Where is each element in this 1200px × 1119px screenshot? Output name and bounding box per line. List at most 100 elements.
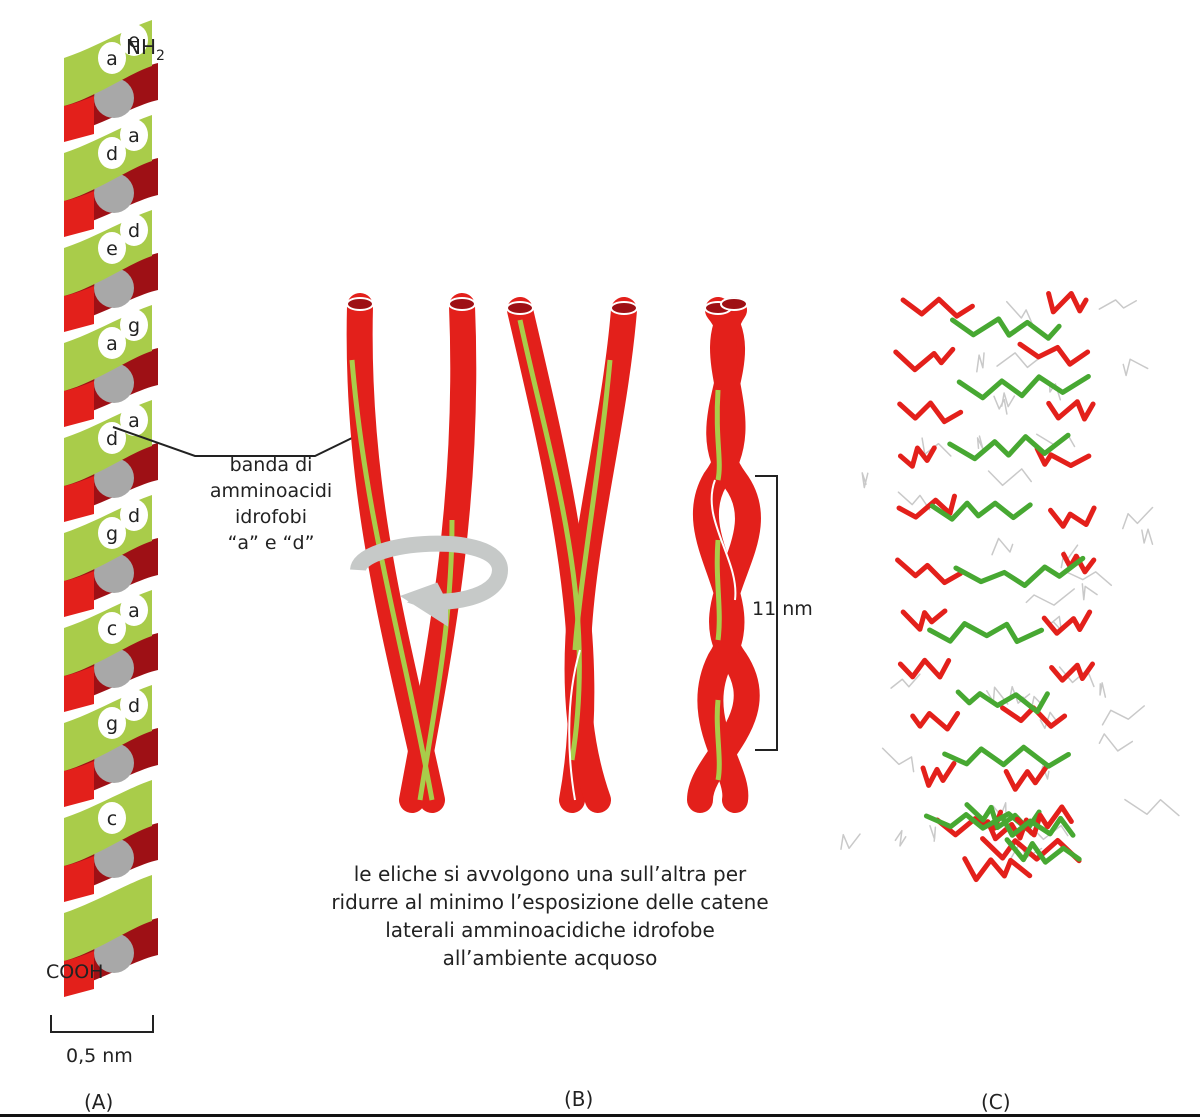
backbone-left [910,710,961,732]
residue-circle [120,689,148,721]
backbone-right [1049,661,1096,683]
scale-bar [50,1015,154,1033]
side-chain-grey [1141,528,1154,545]
core-side-chain [949,316,1062,341]
side-chain-grey [929,825,937,842]
bottom-tangle [980,836,1082,864]
core-side-chain [956,373,1091,401]
side-chain-grey [1098,299,1138,310]
cooh-label: COOH [46,961,103,983]
residue-label: d [128,695,140,717]
callout-line-3: idrofobi [234,506,307,528]
callout-line-4: “a” e “d” [227,532,315,554]
scale-label: 0,5 nm [66,1045,133,1067]
residue-label: a [128,410,140,432]
core-side-chain [929,500,1033,522]
backbone-left [920,760,957,788]
bottom-tangle [962,856,1033,883]
side-chain-grey [1099,682,1107,698]
backbone-left [900,608,948,632]
backbone-left [893,346,956,373]
side-chain-grey [894,829,907,847]
residue-label: d [106,428,118,450]
callout-line-1: banda di [229,454,313,476]
core-side-chain [927,621,1045,645]
ribbon-red-band [64,476,94,522]
backbone-right [1046,399,1096,422]
backbone-right [1041,609,1093,636]
caption: le eliche si avvolgono una sull’altra pe… [270,860,830,972]
bottom-tangle [1014,804,1074,838]
callout-line [112,426,353,457]
tube-end-cap [610,301,638,315]
side-chain-grey [1050,615,1063,632]
residue-label: d [128,220,140,242]
side-chain-grey [1064,570,1113,587]
core-side-chain [942,744,1071,769]
hydrophobic-stripe [349,359,435,801]
caption-line-4: all’ambiente acquoso [442,946,658,970]
backbone-right [1048,505,1097,529]
side-chain-grey [987,468,1032,487]
residue-circle [120,309,148,341]
tube-highlight [568,649,581,801]
hydrophobic-stripe [417,519,455,801]
side-chain-grey [1081,583,1098,601]
tube-end-cap [346,297,374,311]
hydrophobic-stripe [517,319,582,761]
side-chain-grey [897,491,931,511]
ribbon-red-band [64,381,94,427]
residue-circle [98,802,126,834]
backbone-left [896,493,957,520]
side-chain-grey [1124,798,1180,817]
backbone-right [1017,341,1091,367]
caption-line-2: ridurre al minimo l’esposizione delle ca… [331,890,769,914]
residue-circle [120,214,148,246]
backbone-right [985,817,1029,842]
residue-circle [120,404,148,436]
residue-circle [98,327,126,359]
bottom-tangle [1004,837,1082,865]
ribbon-red-band [64,951,94,997]
residue-label: e [106,238,118,260]
residue-circle [98,137,126,169]
residue-label: a [106,48,118,70]
ribbon-red-band [64,761,94,807]
residue-label: a [128,125,140,147]
dimension-bracket [755,475,778,751]
side-chain-grey [1122,358,1149,377]
ribbon-red-band [64,666,94,712]
residue-circle [120,594,148,626]
bottom-tangle [999,814,1076,838]
tube-end-cap [506,301,534,315]
residue-label: a [128,600,140,622]
core-side-chain [955,689,1050,715]
ribbon-red-band [64,571,94,617]
ribbon-red-band [64,856,94,902]
hydrophobic-band-label: banda di amminoacidi idrofobi “a” e “d” [196,452,346,556]
nh2-label: NH2 [126,35,165,64]
side-chain-grey [1025,588,1075,606]
ribbon-red-band [64,96,94,142]
panel-label-a: (A) [84,1090,113,1114]
hydrophobic-stripe [714,539,722,641]
dimension-label: 11 nm [752,598,813,620]
residue-label: d [128,505,140,527]
side-chain-grey [1122,506,1154,530]
backbone-right [1046,290,1089,315]
side-chain-grey [1101,705,1145,726]
residue-label: a [106,333,118,355]
caption-line-1: le eliche si avvolgono una sull’altra pe… [353,862,747,886]
coiled-coil-sequence [346,293,761,813]
backbone-left [897,400,964,425]
ribbon-red-band [64,191,94,237]
side-chain-grey [1006,300,1035,328]
residue-circle [120,24,148,56]
core-side-chain [947,432,1071,462]
side-chain-grey [976,435,984,450]
side-chain-grey [996,352,1041,369]
backbone-right [1061,551,1097,575]
backbone-right [1034,446,1092,469]
side-chain-grey [991,537,1014,556]
